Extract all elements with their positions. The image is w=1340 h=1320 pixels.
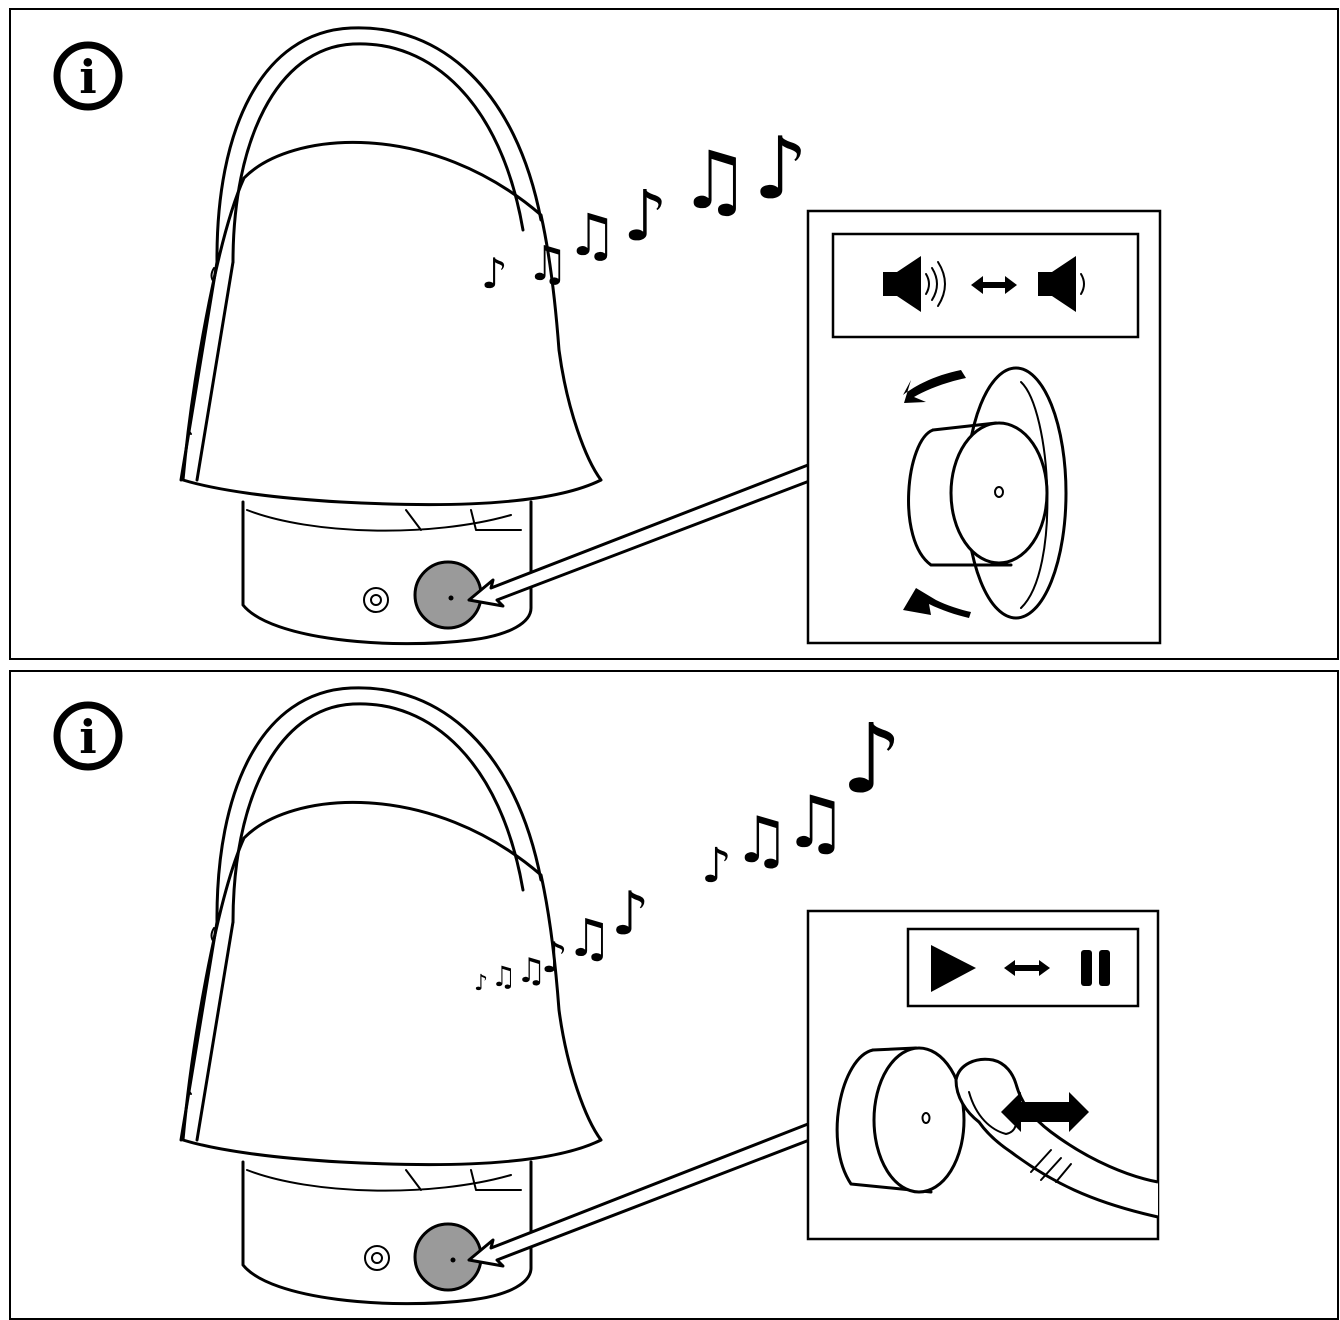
finger-icon: [954, 1057, 1159, 1219]
volume-knob[interactable]: [413, 560, 483, 630]
double-arrow-icon: [1004, 960, 1050, 976]
music-note-icon: ♪: [753, 119, 808, 219]
music-note-icon: ♪: [701, 838, 732, 894]
music-note-icon: ♪: [474, 971, 488, 996]
panel-volume: i ♪ ♫ ♫ ♪ ♫ ♪: [9, 8, 1339, 660]
info-letter: i: [79, 50, 96, 104]
music-note-icon: ♫: [566, 201, 618, 269]
volume-legend: [831, 232, 1140, 339]
panel-play-pause: i ♪ ♫ ♫ ♪ ♫ ♪ ♪ ♫ ♫ ♪: [9, 670, 1339, 1320]
lantern-speaker: [179, 686, 603, 1306]
pointer-arrow: [467, 1122, 813, 1268]
music-note-icon: ♫: [526, 236, 569, 292]
lantern-speaker: [179, 26, 603, 646]
play-pause-legend: [906, 927, 1140, 1008]
rotate-arrows-icon: [903, 370, 971, 618]
volume-illustration: i ♪ ♫ ♫ ♪ ♫ ♪: [53, 26, 1162, 646]
info-circle-icon: i: [53, 701, 123, 771]
pause-icon: [1081, 950, 1110, 986]
music-note-icon: ♫: [491, 960, 516, 993]
music-note-icon: ♪: [611, 879, 649, 949]
music-note-icon: ♪: [623, 175, 668, 257]
zoom-box: [806, 209, 1162, 645]
speaker-quiet-icon: [1038, 256, 1085, 312]
music-notes: ♪ ♫ ♫ ♪ ♫ ♪ ♪ ♫ ♫ ♪: [474, 703, 902, 996]
play-pause-illustration: i ♪ ♫ ♫ ♪ ♫ ♪ ♪ ♫ ♫ ♪: [53, 686, 1160, 1306]
zoom-box: [806, 909, 1160, 1241]
double-arrow-icon: [971, 276, 1017, 294]
music-note-icon: ♪: [541, 933, 568, 982]
music-note-icon: ♫: [679, 134, 751, 227]
music-note-icon: ♪: [841, 703, 902, 815]
play-icon: [931, 945, 976, 992]
info-letter: i: [79, 710, 96, 764]
speaker-loud-icon: [883, 256, 946, 312]
info-circle-icon: i: [53, 41, 123, 111]
music-note-icon: ♫: [516, 951, 546, 991]
knob-zoom: [903, 366, 1068, 620]
push-arrow-icon: [1001, 1092, 1089, 1132]
music-note-icon: ♫: [783, 780, 848, 864]
knob-zoom: [835, 1046, 1159, 1219]
pointer-arrow: [467, 463, 813, 608]
music-note-icon: ♪: [481, 249, 508, 298]
music-note-icon: ♫: [733, 804, 790, 878]
music-notes: ♪ ♫ ♫ ♪ ♫ ♪: [481, 119, 808, 298]
music-note-icon: ♫: [566, 909, 613, 969]
